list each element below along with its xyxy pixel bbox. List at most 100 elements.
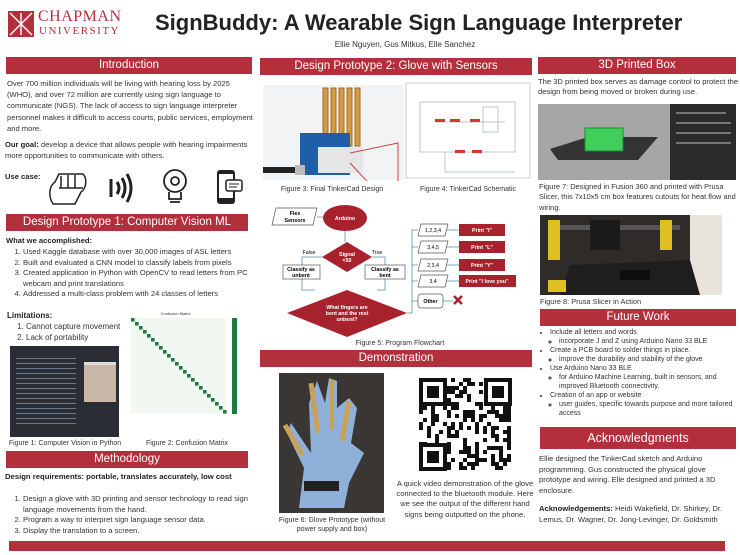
matrix-cell — [175, 362, 179, 366]
design-requirements: Design requirements: portable, translate… — [5, 472, 232, 481]
qr-module — [491, 462, 495, 466]
matrix-cell — [183, 402, 187, 406]
matrix-cell — [135, 354, 139, 358]
qr-module — [507, 442, 511, 446]
matrix-cell — [203, 410, 207, 414]
matrix-cell — [135, 358, 139, 362]
qr-code[interactable] — [419, 378, 512, 471]
matrix-cell — [175, 386, 179, 390]
matrix-cell — [155, 330, 159, 334]
matrix-cell — [211, 398, 215, 402]
matrix-cell — [175, 390, 179, 394]
matrix-cell — [199, 354, 203, 358]
qr-module — [451, 378, 455, 382]
matrix-cell — [163, 382, 167, 386]
matrix-cell — [163, 394, 167, 398]
matrix-cell — [143, 366, 147, 370]
matrix-cell — [171, 334, 175, 338]
matrix-cell — [179, 334, 183, 338]
matrix-cell — [203, 358, 207, 362]
matrix-cell — [167, 382, 171, 386]
list-item: Design a glove with 3D printing and sens… — [23, 494, 253, 515]
matrix-cell — [171, 390, 175, 394]
matrix-cell — [167, 406, 171, 410]
matrix-cell — [179, 326, 183, 330]
print-output-label: Print "I" — [472, 228, 493, 234]
matrix-cell — [191, 318, 195, 322]
qr-module — [463, 378, 467, 382]
matrix-cell — [207, 334, 211, 338]
matrix-cell — [195, 406, 199, 410]
signal-decision — [322, 242, 372, 272]
matrix-cell — [159, 382, 163, 386]
matrix-cell — [167, 370, 171, 374]
qr-module — [503, 462, 507, 466]
matrix-cell — [183, 342, 187, 346]
matrix-cell — [159, 334, 163, 338]
matrix-cell — [147, 354, 151, 358]
matrix-cell — [167, 402, 171, 406]
qr-module — [503, 406, 507, 410]
matrix-cell — [195, 398, 199, 402]
print-output-node — [459, 224, 505, 236]
lightbulb-gear-icon — [163, 169, 187, 203]
matrix-cell — [183, 354, 187, 358]
matrix-cell — [171, 366, 175, 370]
matrix-cell — [159, 338, 163, 342]
qr-module — [431, 406, 435, 410]
matrix-cell — [135, 330, 139, 334]
matrix-cell — [135, 386, 139, 390]
finger-case-node — [417, 240, 449, 254]
matrix-cell — [187, 342, 191, 346]
matrix-cell — [163, 346, 167, 350]
flow-text: <50 — [343, 258, 352, 264]
matrix-cell — [207, 358, 211, 362]
matrix-cell — [211, 326, 215, 330]
qr-module — [467, 398, 471, 402]
ack-label: Acknowledgements: — [539, 504, 613, 513]
matrix-cell — [191, 354, 195, 358]
matrix-cell — [171, 346, 175, 350]
matrix-cell — [215, 410, 219, 414]
matrix-cell — [163, 330, 167, 334]
finger-case-label: 1,2,3,4 — [425, 228, 441, 234]
matrix-cell — [147, 346, 151, 350]
matrix-cell — [211, 410, 215, 414]
qr-module — [495, 462, 499, 466]
list-item: Program a way to interpret sign language… — [23, 515, 253, 526]
goal-body: develop a device that allows people with… — [5, 140, 248, 160]
matrix-cell — [131, 386, 135, 390]
qr-module — [495, 466, 499, 470]
ack-names-text: Heidi Wakefield, Dr. Shirkey, Dr. Lemus,… — [539, 504, 723, 524]
matrix-cell — [167, 358, 171, 362]
matrix-cell — [211, 354, 215, 358]
matrix-cell — [191, 406, 195, 410]
matrix-cell — [187, 378, 191, 382]
matrix-cell — [139, 374, 143, 378]
finger-case-label: 3,4 — [429, 279, 436, 285]
matrix-cell — [143, 358, 147, 362]
matrix-cell — [219, 402, 223, 406]
matrix-cell — [223, 406, 227, 410]
matrix-cell — [135, 350, 139, 354]
qr-module — [463, 438, 467, 442]
matrix-cell — [131, 394, 135, 398]
matrix-cell — [143, 390, 147, 394]
matrix-cell — [163, 350, 167, 354]
qr-module — [463, 410, 467, 414]
matrix-cell — [191, 390, 195, 394]
qr-module — [427, 434, 431, 438]
future-subitem: improve the durability and stability of … — [559, 355, 740, 364]
arduino-node — [323, 205, 367, 231]
matrix-cell — [163, 334, 167, 338]
matrix-cell — [207, 398, 211, 402]
matrix-cell — [159, 358, 163, 362]
qr-module — [507, 414, 511, 418]
qr-module — [455, 430, 459, 434]
matrix-cell — [151, 366, 155, 370]
qr-module — [491, 434, 495, 438]
matrix-cell — [223, 358, 227, 362]
matrix-cell — [167, 346, 171, 350]
matrix-cell — [139, 386, 143, 390]
matrix-cell — [151, 358, 155, 362]
